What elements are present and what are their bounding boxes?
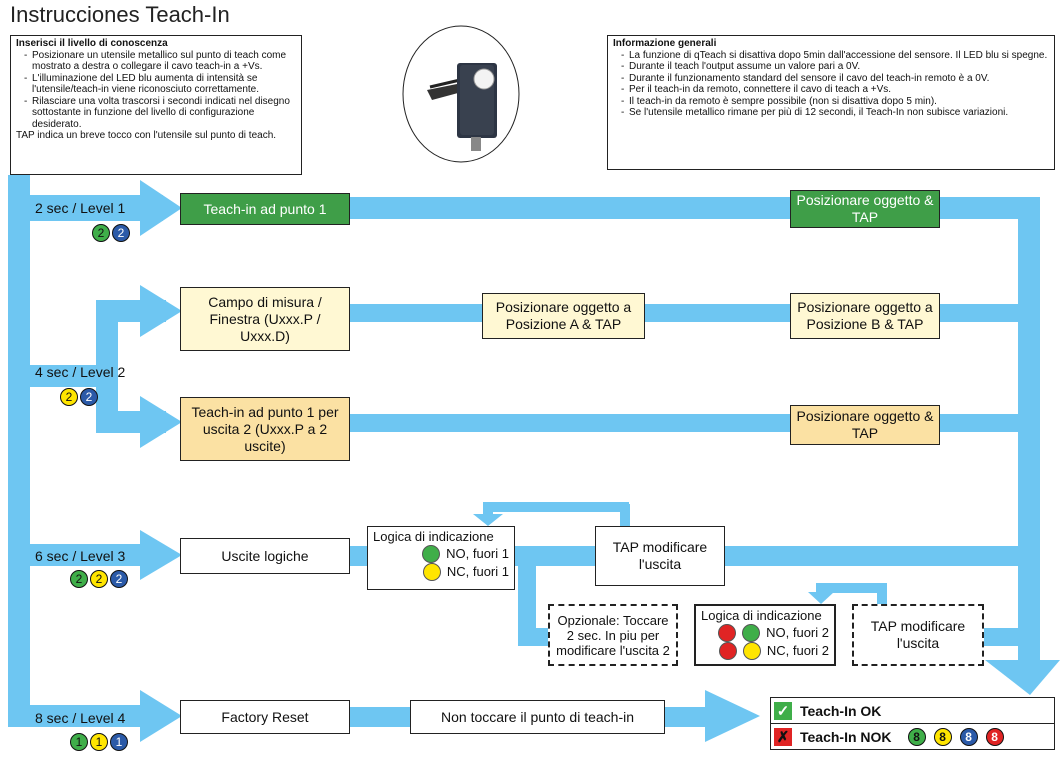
level-2-badges: 2 2 xyxy=(60,388,98,406)
level-1-label: 2 sec / Level 1 xyxy=(35,200,126,216)
logic-title: Logica di indicazione xyxy=(373,529,494,544)
tap-note: TAP indica un breve tocco con l'utensile… xyxy=(16,130,277,141)
logic-title: Logica di indicazione xyxy=(701,608,822,623)
info-item: La funzione di qTeach si disattiva dopo … xyxy=(621,50,1049,62)
knowledge-level-heading: Inserisci il livello di conoscenza xyxy=(16,38,168,49)
tap-modify-output-node-2: TAP modificare l'uscita xyxy=(852,604,984,666)
level-2-label: 4 sec / Level 2 xyxy=(35,364,126,380)
page-title: Instrucciones Teach-In xyxy=(10,2,230,27)
teach-nok-label: Teach-In NOK xyxy=(800,728,892,745)
badge-yellow: 2 xyxy=(60,388,78,406)
info-item: Durante il funzionamento standard del se… xyxy=(621,73,1049,85)
badge-blue: 2 xyxy=(110,570,128,588)
logic-row-no: NO, fuori 1 xyxy=(373,545,509,563)
position-tap-node-2: Posizionare oggetto & TAP xyxy=(790,405,940,445)
position-b-node: Posizionare oggetto a Posizione B & TAP xyxy=(790,293,940,339)
logic-row-no: NO, fuori 2 xyxy=(701,624,829,642)
measure-window-node: Campo di misura / Finestra (Uxxx.P / Uxx… xyxy=(180,287,350,351)
logic-outputs-node: Uscite logiche xyxy=(180,538,350,574)
info-item: Durante il teach l'output assume un valo… xyxy=(621,61,1049,73)
level-4-label: 8 sec / Level 4 xyxy=(35,710,126,726)
logic-indication-1: Logica di indicazione NO, fuori 1 NC, fu… xyxy=(367,526,515,590)
logic-row-text: NO, fuori 2 xyxy=(766,625,829,640)
badge-yellow: 1 xyxy=(90,733,108,751)
info-item: Il teach-in da remoto è sempre possibile… xyxy=(621,96,1049,108)
badge-red: 8 xyxy=(985,727,1004,746)
knowledge-item: L'illuminazione del LED blu aumenta di i… xyxy=(24,73,296,96)
teach-nok-row: ✗ Teach-In NOK 8 8 8 8 xyxy=(771,724,1054,749)
level-1-badges: 2 2 xyxy=(92,224,130,242)
logic-row-text: NC, fuori 1 xyxy=(446,564,509,579)
general-info-heading: Informazione generali xyxy=(613,38,717,49)
logic-row-text: NC, fuori 2 xyxy=(766,643,829,658)
red-led-icon xyxy=(718,642,737,660)
sensor-image xyxy=(402,25,520,163)
position-tap-node-1: Posizionare oggetto & TAP xyxy=(790,190,940,228)
check-icon: ✓ xyxy=(774,701,792,720)
nok-badges: 8 8 8 8 xyxy=(907,727,1004,746)
yellow-led-icon xyxy=(742,642,761,660)
teach-result-box: ✓ Teach-In OK ✗ Teach-In NOK 8 8 8 8 xyxy=(770,697,1055,750)
badge-yellow: 8 xyxy=(933,727,952,746)
badge-blue: 1 xyxy=(110,733,128,751)
badge-blue: 8 xyxy=(959,727,978,746)
logic-indication-2: Logica di indicazione NO, fuori 2 NC, fu… xyxy=(694,604,836,666)
badge-blue: 2 xyxy=(112,224,130,242)
do-not-touch-node: Non toccare il punto di teach-in xyxy=(410,700,665,734)
general-info-box: Informazione generali La funzione di qTe… xyxy=(607,35,1055,170)
badge-yellow: 2 xyxy=(90,570,108,588)
knowledge-item: Rilasciare una volta trascorsi i secondi… xyxy=(24,96,296,131)
logic-row-text: NO, fuori 1 xyxy=(446,546,509,561)
teach-point1-node: Teach-in ad punto 1 xyxy=(180,193,350,225)
optional-node: Opzionale: Toccare 2 sec. In piu per mod… xyxy=(548,604,678,666)
logic-row-nc: NC, fuori 2 xyxy=(701,642,829,660)
info-item: Per il teach-in da remoto, connettere il… xyxy=(621,84,1049,96)
badge-blue: 2 xyxy=(80,388,98,406)
level-4-badges: 1 1 1 xyxy=(70,733,128,751)
level-3-badges: 2 2 2 xyxy=(70,570,128,588)
level-3-label: 6 sec / Level 3 xyxy=(35,548,126,564)
knowledge-level-box: Inserisci il livello di conoscenza Posiz… xyxy=(10,35,302,175)
tap-modify-output-node-1: TAP modificare l'uscita xyxy=(595,526,725,586)
teach-output2-node: Teach-in ad punto 1 per uscita 2 (Uxxx.P… xyxy=(180,397,350,461)
teach-ok-row: ✓ Teach-In OK xyxy=(771,698,1054,724)
badge-green: 2 xyxy=(70,570,88,588)
badge-green: 1 xyxy=(70,733,88,751)
info-item: Se l'utensile metallico rimane per più d… xyxy=(621,107,1049,119)
yellow-led-icon xyxy=(422,563,441,581)
teach-ok-label: Teach-In OK xyxy=(800,702,882,719)
red-led-icon xyxy=(718,624,737,642)
cross-icon: ✗ xyxy=(774,727,792,746)
sensor-icon xyxy=(402,25,520,163)
knowledge-item: Posizionare un utensile metallico sul pu… xyxy=(24,50,296,73)
green-led-icon xyxy=(422,545,441,563)
logic-row-nc: NC, fuori 1 xyxy=(373,563,509,581)
position-a-node: Posizionare oggetto a Posizione A & TAP xyxy=(482,293,645,339)
badge-green: 2 xyxy=(92,224,110,242)
green-led-icon xyxy=(742,624,761,642)
factory-reset-node: Factory Reset xyxy=(180,700,350,734)
badge-green: 8 xyxy=(907,727,926,746)
